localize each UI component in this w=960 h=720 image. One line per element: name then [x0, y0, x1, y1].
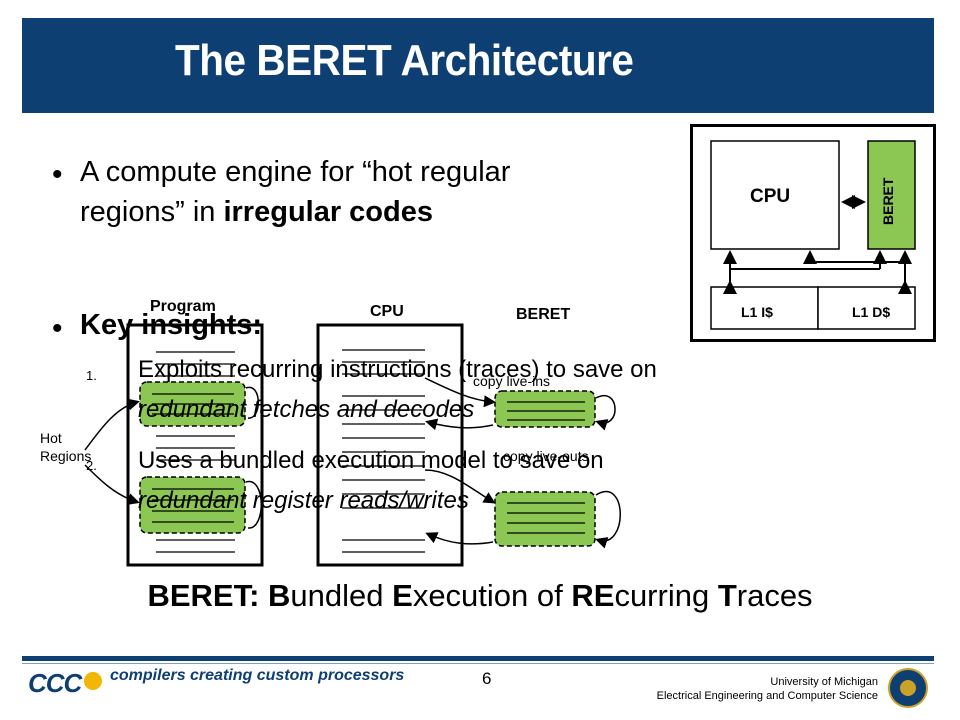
flow-program-label: Program — [150, 298, 216, 315]
cpu-instruction-lines — [342, 349, 425, 553]
slide-title: The BERET Architecture — [175, 36, 634, 85]
arch-l1d-box — [817, 286, 916, 330]
department-name: Electrical Engineering and Computer Scie… — [656, 690, 878, 702]
beret-hot-region-1 — [494, 390, 596, 428]
footer-tagline: compilers creating custom processors — [110, 667, 405, 684]
university-name: University of Michigan — [770, 676, 878, 688]
hot-regions-arrow-2 — [84, 464, 140, 505]
sub-item-2-number: 2. — [86, 458, 97, 473]
arch-cpu-label: CPU — [750, 186, 791, 207]
program-hot-region-2 — [139, 476, 246, 534]
university-seal-icon — [888, 668, 928, 708]
bullet-dot: • — [52, 312, 63, 345]
arch-beret-box — [867, 140, 916, 250]
ccc-logo: CCC — [28, 668, 82, 698]
page-number: 6 — [482, 669, 492, 688]
program-loop-arrow-1 — [245, 386, 259, 419]
copy-live-ins-label: copy live-ins — [473, 373, 551, 389]
cpu-column — [316, 323, 464, 567]
program-loop-arrow-2 — [245, 481, 262, 529]
sub-item-1-line-2: redundant fetches and decodes — [138, 396, 475, 423]
footer-rule-thin — [22, 663, 934, 664]
title-bar — [22, 18, 934, 113]
hot-regions-label: Hot Regions — [40, 430, 92, 464]
return-arrow-1 — [425, 418, 494, 431]
arch-cpu-box — [710, 140, 840, 250]
beret-loop-arrow-2 — [595, 491, 621, 549]
copy-live-ins-arrow — [424, 377, 496, 408]
ccc-logo-emblem — [84, 672, 102, 690]
program-column — [126, 323, 264, 567]
beret-hot-region-2 — [494, 491, 596, 547]
arch-l1i-box — [710, 286, 819, 330]
copy-live-outs-arrow — [424, 469, 496, 504]
flow-beret-label: BERET — [516, 306, 571, 323]
beret-loop-arrow-1 — [595, 394, 616, 431]
architecture-diagram — [690, 124, 936, 342]
sub-item-1-number: 1. — [86, 368, 97, 383]
bullet-dot: • — [52, 158, 63, 191]
bullet-1-line-1: A compute engine for “hot regular — [80, 156, 511, 188]
flow-cpu-label: CPU — [370, 303, 404, 320]
beret-acronym-caption: BERET: Bundled Execution of REcurring Tr… — [147, 578, 813, 613]
footer-rule — [22, 656, 934, 661]
program-instruction-lines — [156, 351, 235, 553]
copy-live-outs-label: copy live-outs — [503, 448, 589, 464]
return-arrow-2 — [425, 532, 494, 545]
flow-diagram — [84, 323, 621, 567]
bullet-1-line-2: regions” in irregular codes — [80, 196, 433, 228]
arch-l1i-label: L1 I$ — [741, 304, 773, 320]
bullet-2-text: Key insights: — [80, 309, 263, 341]
arch-l1d-label: L1 D$ — [852, 304, 891, 320]
sub-item-2-line-2: redundant register reads/writes — [138, 487, 469, 514]
sub-item-1-line-1: Exploits recurring instructions (traces)… — [138, 356, 657, 383]
hot-regions-arrow-1 — [84, 398, 140, 451]
sub-item-2-line-1: Uses a bundled execution model to save o… — [138, 447, 604, 474]
arch-beret-label: BERET — [880, 177, 896, 225]
